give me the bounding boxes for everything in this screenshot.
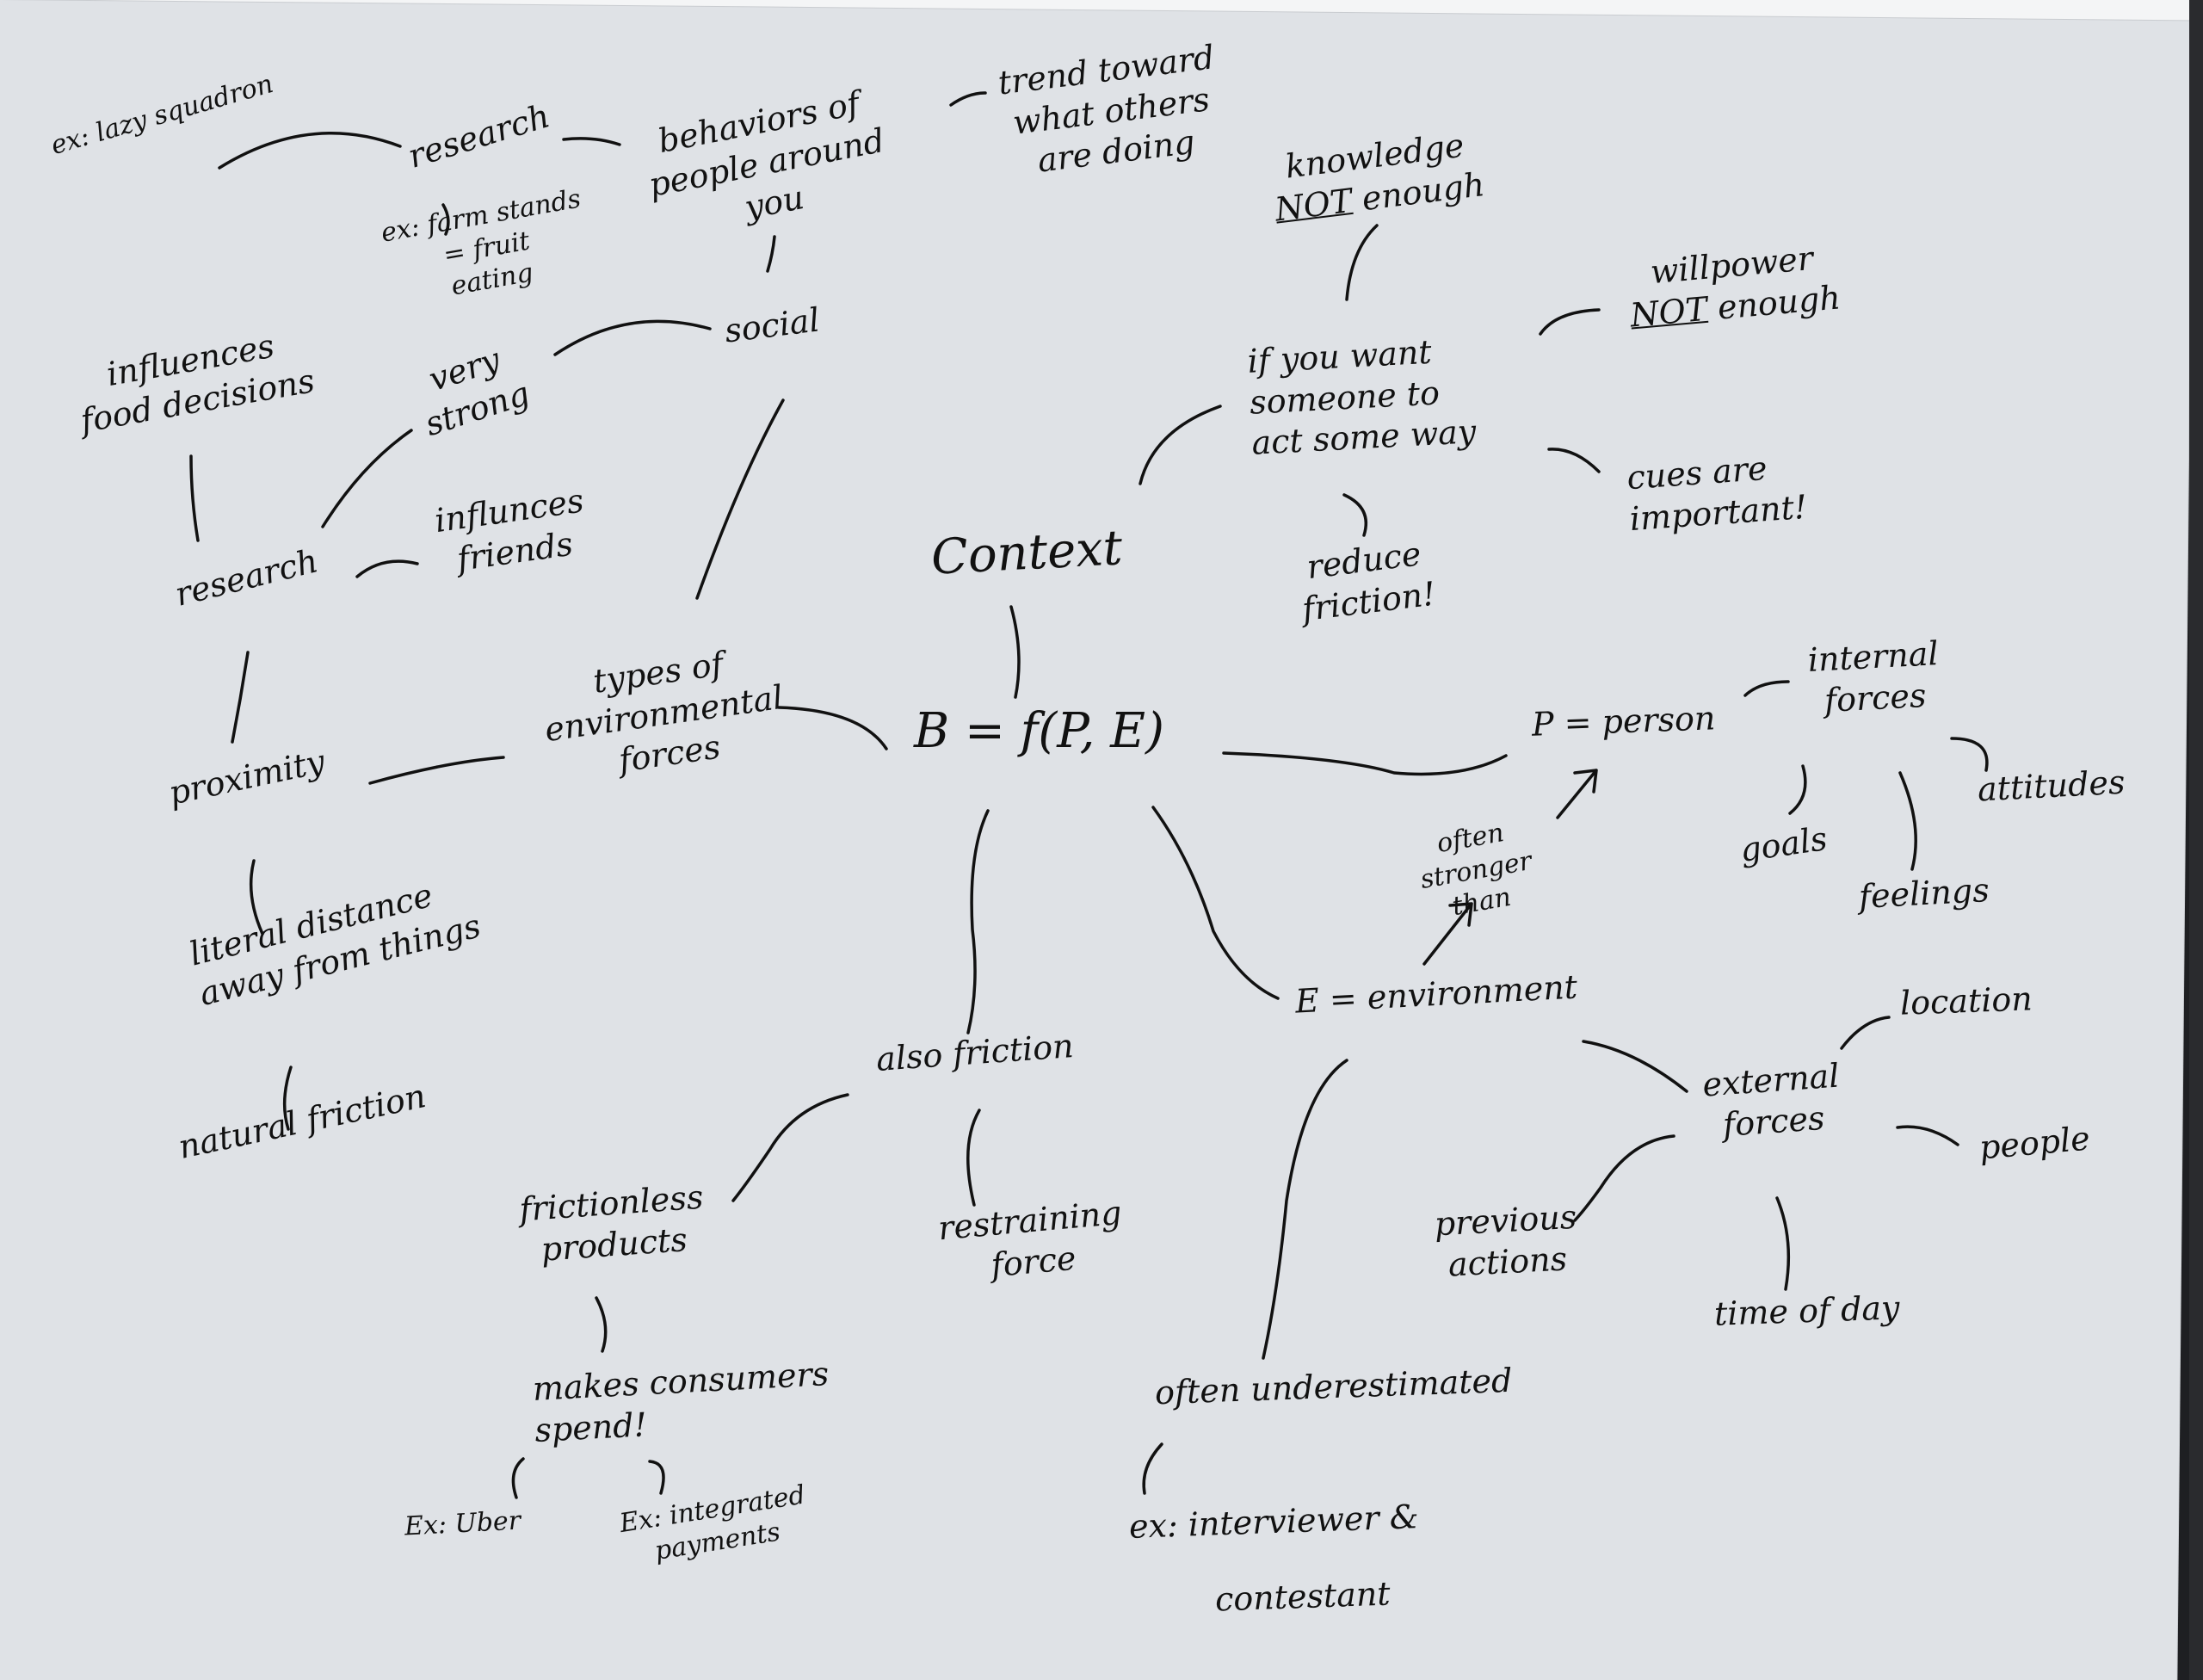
node-ex-uber: Ex: Uber [404,1505,521,1542]
link-env-often-under [1262,1059,1348,1360]
link-internal-feelings [1898,771,1917,871]
link-research-farm-stands [441,203,450,236]
node-feelings: feelings [1857,871,1990,916]
paper-edge-shadow [2189,0,2203,1680]
node-contestant: contestant [1214,1574,1392,1619]
link-internal-attitudes [1950,737,1989,772]
link-knowledge-if-want [1345,224,1379,301]
link-also-friction-frictionless [731,1093,849,1202]
knowledge-not: NOT [1273,181,1355,229]
link-behaviors-social [766,235,776,273]
link-context-if-want [1139,405,1222,485]
link-makes-integrated [648,1460,665,1495]
link-env-external [1582,1040,1688,1093]
link-social-types [695,398,785,600]
node-location: location [1899,979,2033,1022]
node-restraining-force: restraining force [936,1193,1124,1284]
node-context: Context [929,520,1124,586]
link-willpower-if-want [1539,308,1601,336]
node-cues-important: cues are important! [1626,448,1809,538]
node-external-forces: external forces [1700,1056,1841,1144]
node-previous-actions: previous actions [1433,1197,1578,1284]
link-person-internal [1743,680,1790,697]
link-research-behaviors [562,137,621,146]
link-proximity-literal [249,859,264,936]
link-if-want-cues [1547,448,1601,473]
link-very-strong-research [321,429,413,528]
link-lazy-squadron-research [218,132,402,170]
link-behaviors-trend [949,91,987,107]
node-p-person: P = person [1531,699,1717,744]
link-research-friends [355,559,419,578]
link-formula-person [1222,751,1508,776]
link-if-want-reduce [1342,493,1368,537]
link-research-proximity [231,651,250,744]
link-external-people [1896,1125,1959,1146]
link-food-research [189,454,200,542]
node-if-you-want: if you want someone to act some way [1246,332,1478,462]
arrow-often-stronger-person [1556,769,1598,819]
node-internal-forces: internal forces [1806,634,1940,720]
link-also-friction-restraining [966,1109,981,1207]
link-proximity-types [368,756,505,785]
node-often-stronger-than: often stronger than [1417,818,1534,923]
link-social-very-strong [553,319,712,356]
link-types-formula [777,706,888,750]
link-makes-uber [511,1457,525,1499]
node-attitudes: attitudes [1976,763,2126,809]
arrow-env-often-stronger [1422,902,1473,966]
link-formula-also-friction [966,809,990,1035]
link-frictionless-makes [595,1296,608,1353]
link-env-location [1840,1016,1891,1050]
link-literal-natural [282,1065,293,1131]
node-reduce-friction: reduce friction! [1299,534,1438,628]
link-often-under-interviewer [1142,1442,1163,1495]
node-makes-consumers-spend: makes consumers spend! [531,1355,830,1449]
node-formula-bfpe: B = f(P, E) [914,703,1164,759]
link-external-time [1775,1196,1791,1291]
node-time-of-day: time of day [1713,1288,1901,1333]
willpower-not: NOT [1628,289,1709,335]
link-context-formula [1009,605,1021,699]
link-external-previous [1573,1134,1675,1222]
link-formula-env [1151,806,1280,1000]
link-internal-goals [1788,764,1807,815]
node-frictionless-products: frictionless products [518,1177,705,1269]
